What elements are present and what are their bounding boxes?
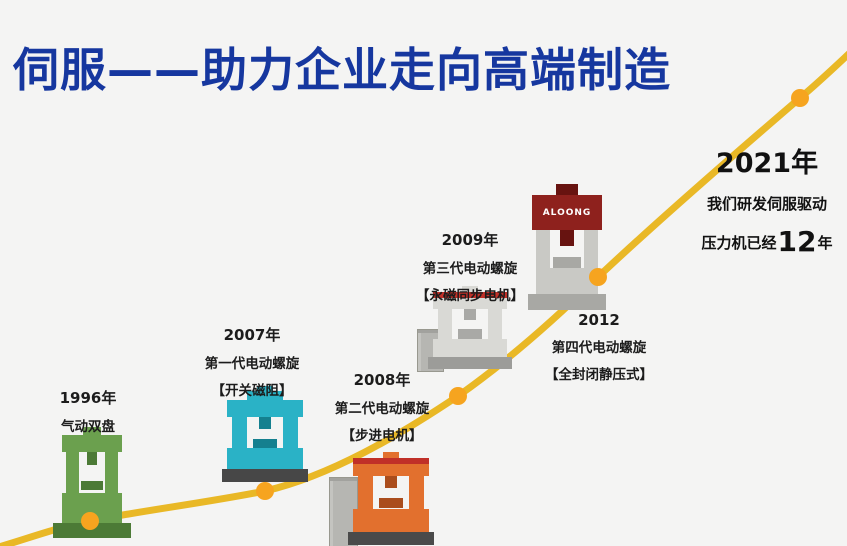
milestone-name: 第四代电动螺旋 [551, 340, 647, 356]
milestone-name: 第二代电动螺旋 [334, 401, 430, 417]
machine-base [528, 294, 606, 310]
milestone-variant: 【开关磁阻】 [211, 383, 293, 399]
machine-cap [556, 184, 578, 195]
milestone-2007: 2007年 第一代电动螺旋 【开关磁阻】 [190, 324, 314, 399]
milestone-name: 气动双盘 [61, 419, 115, 435]
machine-body [536, 230, 598, 294]
milestone-year: 2009年 [441, 231, 499, 249]
page-title: 伺服——助力企业走向高端制造 [13, 43, 671, 97]
milestone-year: 2012 [578, 311, 620, 329]
press-machine-2012: ALOONG [528, 184, 606, 310]
machine-dark-parts [53, 452, 131, 538]
milestone-variant: 【全封闭静压式】 [545, 367, 653, 383]
milestone-variant: 【步进电机】 [341, 428, 423, 444]
press-machine-2008 [348, 452, 434, 545]
milestone-name: 第一代电动螺旋 [204, 356, 300, 372]
milestone-dot-2007 [256, 482, 274, 500]
press-machine-2007 [222, 386, 308, 482]
milestone-year: 2008年 [353, 371, 411, 389]
milestone-dot-1996 [81, 512, 99, 530]
milestone-dot-2008 [449, 387, 467, 405]
press-machine-1996 [53, 427, 131, 538]
machine-body [227, 386, 303, 469]
machine-base [222, 469, 308, 482]
milestone-dot-2021 [791, 89, 809, 107]
machine-base [348, 532, 434, 545]
milestone-name: 第三代电动螺旋 [422, 261, 518, 277]
finale-year: 2021年 [715, 148, 819, 179]
milestone-1996: 1996年 气动双盘 [36, 387, 140, 442]
finale-line2-number: 12 [777, 225, 817, 258]
milestone-2012: 2012 第四代电动螺旋 【全封闭静压式】 [536, 311, 662, 383]
machine-body [353, 452, 429, 532]
milestone-2008: 2008年 第二代电动螺旋 【步进电机】 [320, 369, 444, 444]
machine-platen [553, 257, 581, 268]
finale-2021: 2021年 我们研发伺服驱动 压力机已经12年 [686, 141, 847, 258]
machine-head [532, 195, 602, 230]
finale-line2: 压力机已经12年 [686, 225, 847, 258]
machine-dark-parts [458, 309, 482, 339]
machine-ram [560, 230, 574, 246]
machine-brand-banner [433, 292, 507, 298]
finale-line1: 我们研发伺服驱动 [706, 195, 827, 213]
milestone-year: 2007年 [223, 326, 281, 344]
milestone-year: 1996年 [59, 389, 117, 407]
machine-dark-parts [253, 417, 277, 448]
milestone-variant: 【永磁同步电机】 [416, 288, 524, 304]
finale-line2-suffix: 年 [817, 234, 833, 252]
machine-brand-text: ALOONG [543, 208, 592, 218]
machine-body [62, 427, 122, 523]
milestone-2009: 2009年 第三代电动螺旋 【永磁同步电机】 [405, 229, 535, 304]
finale-line2-prefix: 压力机已经 [701, 234, 777, 252]
milestone-dot-2012 [589, 268, 607, 286]
press-machine-2009 [428, 286, 512, 369]
machine-brand-banner [353, 458, 429, 464]
machine-dark-parts [379, 476, 403, 508]
machine-base [428, 357, 512, 369]
